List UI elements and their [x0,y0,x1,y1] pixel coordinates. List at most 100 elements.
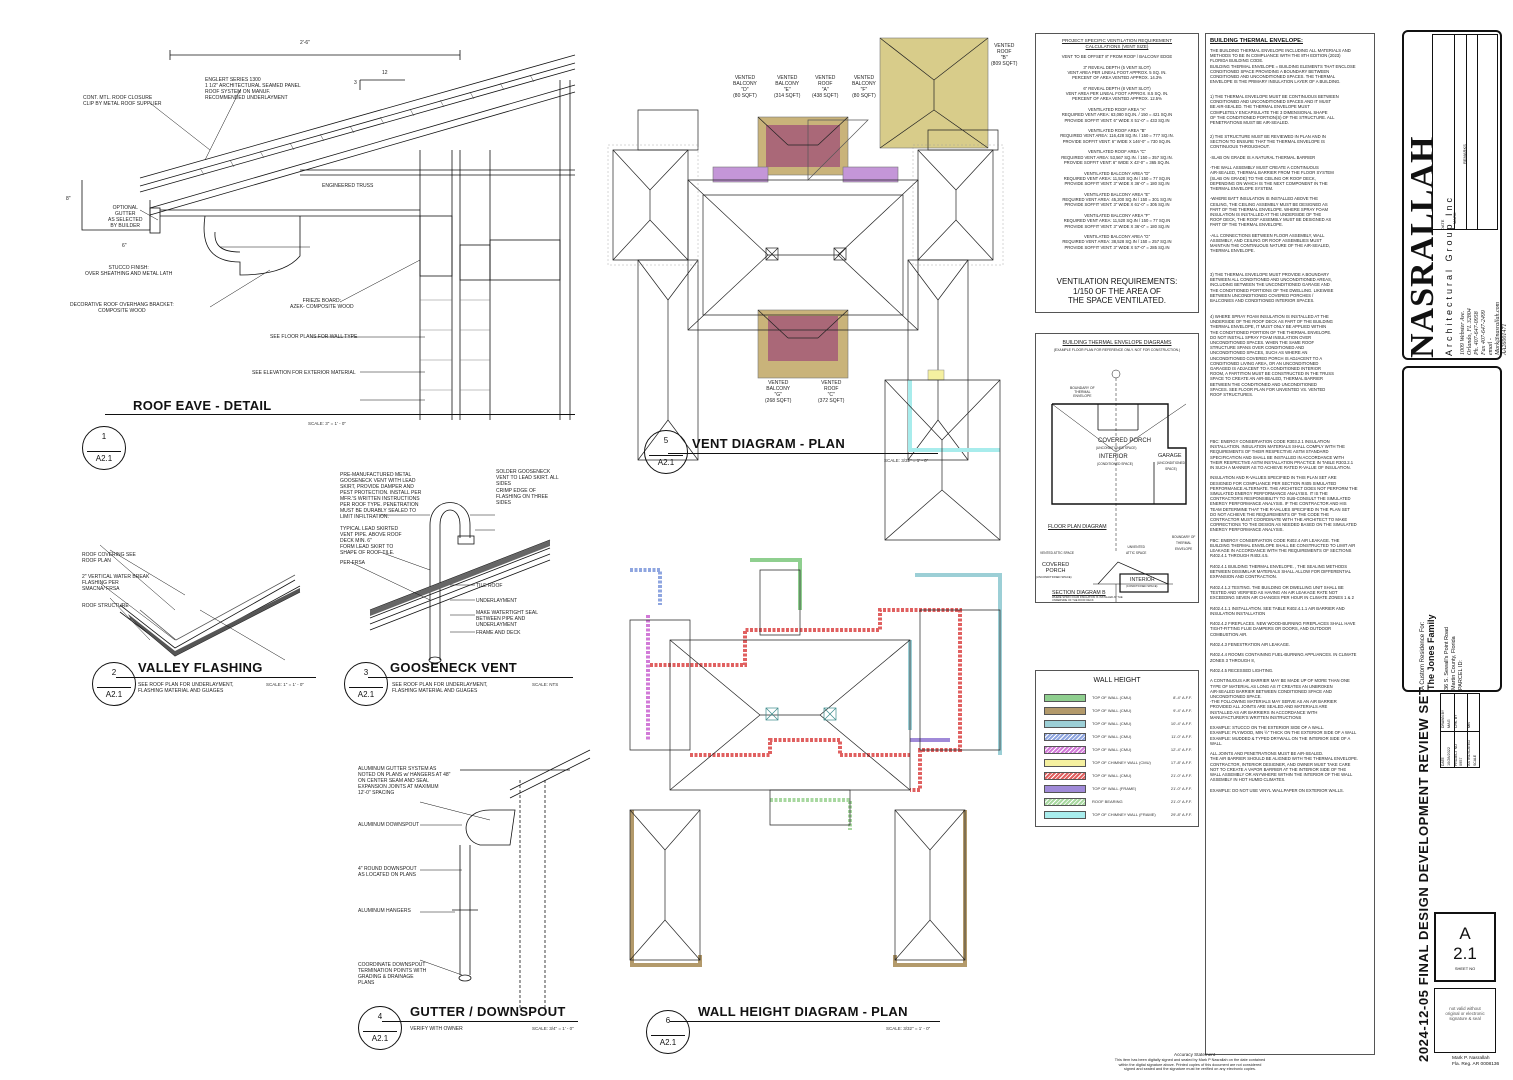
wall-height-row: TOP OF CHIMNEY WALL (CMU)17'-8" A.F.F. [1044,758,1192,768]
project-no-label: PROJECT NO [1454,744,1458,766]
revision-table [1432,34,1498,230]
gooseneck-underlay: UNDERLAYMENT [476,598,518,604]
valley-covering: ROOF COVERING SEE ROOF PLAN [82,552,136,564]
detail-bubble-6: 6 A2.1 [646,1010,690,1054]
wall-cyan [908,380,1000,452]
env-porch-sub2: (UNCONDITIONED SPACE) [1036,575,1072,579]
thermal-envelope-notes: BUILDING THERMAL ENVELOPE: THE BUILDING … [1205,33,1375,1055]
sheet-letter: A [1459,924,1471,943]
wall-height-value: 10'-4" A.F.F. [1170,721,1192,726]
gooseneck-solder: SOLDER GOOSENECK VENT TO LEAD SKIRT. ALL… [496,469,559,487]
gooseneck-drawing [349,502,551,664]
vent-plan-title: VENT DIAGRAM - PLAN [692,436,846,451]
set-title: 2024-12-05 FINAL DESIGN DEVELOPMENT REVI… [1416,686,1431,1062]
seal-box [1434,988,1496,1053]
detail-bubble-4: 4 A2.1 [358,1006,402,1050]
env-garage-sub: (UNCONDITIONED SPACE) [1157,461,1185,471]
wall-red [650,608,962,792]
env-interior2: INTERIOR [1130,577,1155,583]
frieze-note: FRIEZE BOARD: AZEK- COMPOSITE WOOD [290,298,354,310]
wall-height-label: TOP OF WALL (CMU) [1092,734,1132,739]
thermal-fbc: FBC: ENERGY CONSERVATION CODE R303.2.1 I… [1210,439,1358,793]
valley-structure: ROOF STRUCTURE [82,603,129,609]
thermal-item-3: 3) THE THERMAL ENVELOPE MUST PROVIDE A B… [1210,272,1334,304]
firm-name: NASRALLAH [1404,135,1441,358]
envelope-diagrams-panel: BUILDING THERMAL ENVELOPE DIAGRAMS (EXAM… [1035,333,1199,603]
wall-height-row: TOP OF WALL (CMU)9'-4" A.F.F. [1044,706,1192,716]
bracket-note: DECORATIVE ROOF OVERHANG BRACKET: COMPOS… [70,302,174,314]
gooseneck-crimp: CRIMP EDGE OF FLASHING ON THREE SIDES [496,488,549,506]
stucco-note: STUCCO FINISH: OVER SHEATHING AND METAL … [85,265,173,277]
gooseneck-frame: FRAME AND DECK [476,630,521,636]
truss-note: ENGINEERED TRUSS [322,183,374,189]
wall-height-value: 11'-0" A.F.F. [1171,734,1192,739]
gooseneck-premfd: PRE-MANUFACTURED METAL GOOSENECK VENT WI… [340,472,422,520]
signer: Mark P. Nasrallah Fla. Reg. AR 0008136 [1452,1056,1500,1067]
valley-scale: SCALE: 1" = 1' - 0" [266,682,304,687]
date-label: DATE [1441,757,1445,766]
gutter-note: OPTIONAL GUTTER AS SELECTED BY BUILDER [108,205,143,229]
date-value: 10/28/2022 [1447,746,1451,766]
wall-height-value: 12'-4" A.F.F. [1170,747,1192,752]
dim-top: 2'-6" [300,40,310,46]
scale-label: SCALE [1473,754,1477,766]
wall-height-label: ROOF BEARING [1092,799,1123,804]
vent-area-d [712,166,769,183]
envelope-plan-svg [1051,369,1187,602]
ventilation-panel: PROJECT SPECIFIC VENTILATION REQUIREMENT… [1035,33,1199,313]
env-section-sub: WHERE SPRAY FOAM INSULATION IS INSTALLED… [1052,596,1123,602]
wall-height-legend: WALL HEIGHT TOP OF WALL (CMU)8'-4" A.F.F… [1035,670,1199,827]
wall-height-swatch [1044,759,1086,767]
thermal-item-4: 4) WHERE SPRAY FOAM INSULATION IS INSTAL… [1210,314,1334,398]
wall-height-swatch [1044,772,1086,780]
valley-drawing [99,544,301,661]
englert-note: ENGLERT SERIES 1300 1 1/2" ARCHITECTURAL… [205,77,301,101]
accuracy-body: This item has been digitally signed and … [1114,1058,1266,1072]
gutter-system: ALUMINUM GUTTER SYSTEM AS NOTED ON PLANS… [358,766,451,796]
wall-height-row: TOP OF WALL (CMU) 10'-4" A.F.F. [1044,719,1192,729]
valley-sub: SEE ROOF PLAN FOR UNDERLAYMENT, FLASHING… [138,682,234,694]
gutter-hangers: ALUMINUM HANGERS [358,908,411,914]
vent-label-c: VENTED ROOF "C" (372 SQFT) [818,380,845,404]
project-no: 0957 [1459,757,1463,766]
project-name: The Jones Family [1426,614,1436,690]
wall-height-row: TOP OF WALL (CMU)12'-4" A.F.F. [1044,745,1192,755]
wall-height-row: TOP OF WALL (CMU)8'-4" A.F.F. [1044,693,1192,703]
wall-height-value: 21'-0" A.F.F. [1170,773,1192,778]
roof-eave-scale: SCALE: 3" = 1' - 0" [308,421,346,426]
env-porch-sub: (UNCONDITIONED SPACE) [1096,446,1137,450]
pitch-12: 12 [382,70,388,76]
gutter-downspout: ALUMINUM DOWNSPOUT [358,822,420,828]
gooseneck-frsa: PER FRSA [340,560,366,566]
wall-yellow [927,369,945,381]
detail-bubble-3: 3 A2.1 [344,662,388,706]
detail-bubble-2: 2 A2.1 [92,662,136,706]
wall-height-label: TOP OF WALL (CMU) [1092,721,1132,726]
dim-6: 6" [122,243,127,249]
wall-height-value: 8'-4" A.F.F. [1173,695,1192,700]
wall-height-label: TOP OF WALL (CMU) [1092,773,1132,778]
gooseneck-title: GOOSENECK VENT [390,660,517,675]
env-unvented: UNVENTED ATTIC SPACE [1126,545,1147,555]
wall-height-row: TOP OF WALL (CMU) 21'-0" A.F.F. [1044,771,1192,781]
checked-value: MN [1467,722,1471,728]
accuracy-heading: Accuracy Statement [1174,1052,1216,1057]
drawn-by-label: DRAWN BY [1441,709,1445,728]
vent-plan-drawing [607,37,1004,461]
env-covered-porch: COVERED PORCH [1098,438,1152,444]
env-garage: GARAGE [1158,453,1182,459]
valley-break: 2" VERTICAL WATER BREAK [82,574,150,580]
wall-height-label: TOP OF CHIMNEY WALL (CMU) [1092,760,1151,765]
thermal-item-1: 1) THE THERMAL ENVELOPE MUST BE CONTINUO… [1210,94,1339,126]
wall-height-swatch [1044,694,1086,702]
vent-label-b: VENTED ROOF "B" (809 SQFT) [991,43,1018,67]
vent-label-e: VENTED BALCONY "E" (314 SQFT) [774,75,801,99]
vent-label-a: VENTED ROOF "A" (438 SQFT) [812,75,839,99]
wall-plan-scale: SCALE: 3/32" = 1' - 0" [886,1026,931,1031]
gooseneck-tile: TILE ROOF [476,583,503,589]
ventilation-heading: PROJECT SPECIFIC VENTILATION REQUIREMENT… [1061,38,1173,49]
not-valid: not valid without original or electronic… [1445,1006,1485,1022]
elevation-note: SEE ELEVATION FOR EXTERIOR MATERIAL [252,370,356,376]
env-boundary: BOUNDARY OF THERMAL ENVELOPE [1070,386,1095,398]
closure-note: CONT. MTL. ROOF CLOSURE CLIP BY METAL RO… [83,95,162,107]
